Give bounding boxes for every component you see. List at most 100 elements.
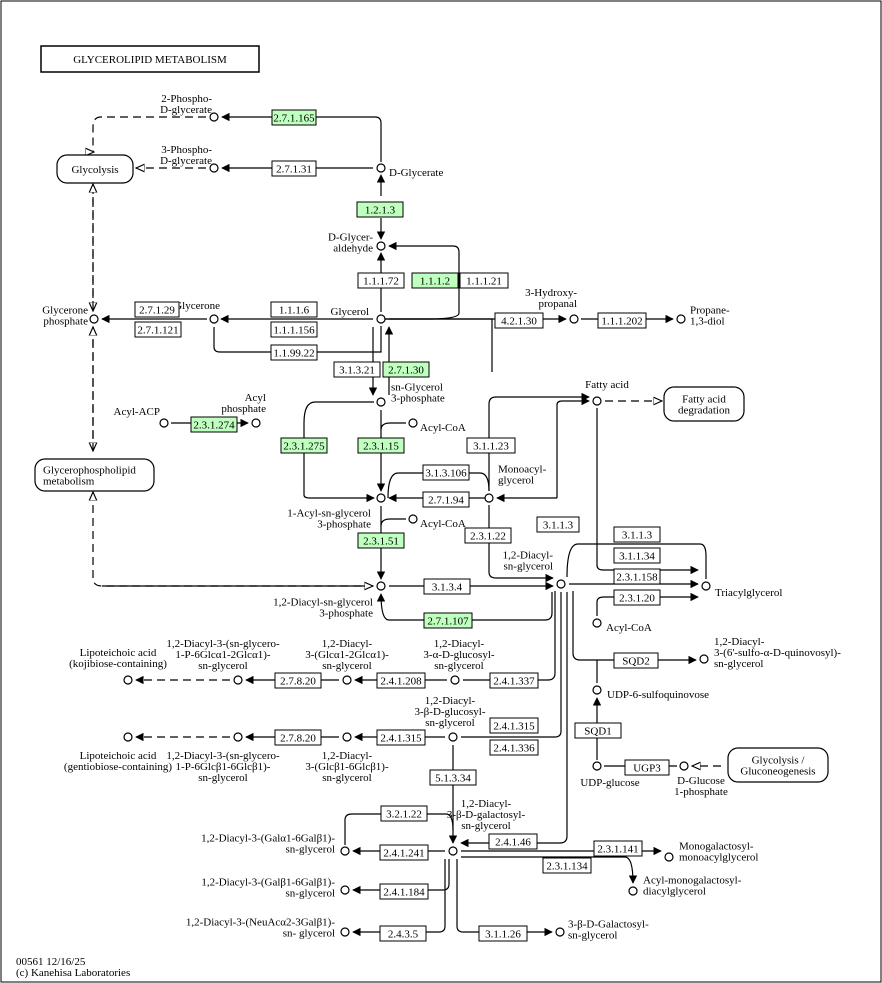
compound-circle[interactable]	[209, 163, 219, 173]
compound-circle[interactable]	[376, 241, 386, 251]
enzyme-box[interactable]: 2.4.1.241	[379, 844, 429, 861]
enzyme-box[interactable]: 2.4.1.184	[379, 883, 429, 900]
enzyme-box[interactable]: 2.4.3.5	[379, 925, 427, 942]
compound-node[interactable]: 1,2-Diacyl-3-(Glcα1-2Glcα1)-sn-glycerol	[305, 638, 389, 685]
enzyme-box[interactable]: 5.1.3.34	[429, 769, 477, 786]
enzyme-box[interactable]: 2.3.1.134	[542, 857, 592, 874]
enzyme-box[interactable]: 2.7.1.31	[271, 160, 317, 177]
enzyme-box[interactable]: 2.7.1.94	[422, 491, 470, 508]
compound-circle[interactable]	[376, 163, 386, 173]
enzyme-box[interactable]: UGP3	[624, 759, 670, 776]
enzyme-box[interactable]: 1.1.1.6	[270, 301, 318, 318]
compound-node[interactable]: 1,2-Diacyl-3-α-D-glucosyl-sn-glycerol	[423, 638, 495, 685]
compound-node[interactable]: 1,2-Diacyl-3-(6'-sulfo-α-D-quinovosyl)-s…	[699, 636, 841, 670]
enzyme-box[interactable]: 2.4.1.337	[489, 672, 539, 689]
enzyme-box[interactable]: 2.3.1.15	[357, 437, 405, 454]
compound-circle[interactable]	[123, 732, 133, 742]
compound-node[interactable]: 3-β-D-Galactosyl-sn-glycerol	[555, 919, 649, 942]
compound-node[interactable]: Acyl-CoA	[592, 618, 652, 634]
enzyme-box[interactable]: 4.2.1.30	[494, 312, 544, 329]
enzyme-box[interactable]: 2.4.1.336	[489, 739, 539, 756]
compound-node[interactable]: Acyl-CoA	[408, 418, 466, 434]
compound-node[interactable]: 1,2-Diacyl-3-(Galα1-6Galβ1)-sn-glycerol	[201, 833, 350, 856]
compound-node[interactable]: Acyl-CoA	[408, 514, 466, 530]
compound-node[interactable]: UDP-glucose	[580, 761, 640, 789]
enzyme-box[interactable]: 2.4.1.315	[489, 717, 539, 734]
compound-circle[interactable]	[342, 732, 352, 742]
compound-node[interactable]: Acyl-ACP	[114, 406, 169, 428]
enzyme-box[interactable]: 2.7.8.20	[274, 729, 322, 746]
compound-circle[interactable]	[592, 396, 602, 406]
compound-circle[interactable]	[209, 112, 219, 122]
compound-circle[interactable]	[592, 618, 602, 628]
compound-node[interactable]: Lipoteichoic acid(gentiobiose-containing…	[64, 732, 172, 773]
compound-node[interactable]: 1,2-Diacyl-3-β-D-glucosyl-sn-glycerol	[415, 695, 486, 742]
compound-node[interactable]: Monoacyl-glycerol	[484, 464, 547, 503]
enzyme-box[interactable]: 3.1.3.21	[333, 361, 381, 378]
compound-circle[interactable]	[123, 675, 133, 685]
enzyme-box[interactable]: 3.2.1.22	[380, 805, 428, 822]
compound-circle[interactable]	[342, 675, 352, 685]
enzyme-box[interactable]: 2.7.1.107	[423, 612, 473, 629]
compound-circle[interactable]	[628, 886, 638, 896]
enzyme-box[interactable]: 2.7.1.165	[271, 109, 317, 126]
enzyme-box[interactable]: 2.3.1.22	[464, 527, 512, 544]
compound-node[interactable]: Acyl-monogalactosyl-diacylglycerol	[628, 875, 742, 898]
enzyme-box[interactable]: 3.1.1.3	[536, 516, 580, 533]
compound-circle[interactable]	[89, 314, 99, 324]
compound-circle[interactable]	[376, 397, 386, 407]
compound-circle[interactable]	[408, 418, 418, 428]
enzyme-box[interactable]: 3.1.1.3	[613, 526, 661, 543]
compound-circle[interactable]	[340, 885, 350, 895]
enzyme-box[interactable]: 1.1.99.22	[270, 344, 318, 361]
enzyme-box[interactable]: 1.1.1.21	[459, 272, 509, 289]
compound-circle[interactable]	[664, 852, 674, 862]
compound-circle[interactable]	[408, 514, 418, 524]
compound-circle[interactable]	[701, 581, 711, 591]
enzyme-box[interactable]: 1.1.1.202	[597, 312, 647, 329]
compound-node[interactable]: 1,2-Diacyl-3-(NeuAcα2-3Galβ1)-sn- glycer…	[186, 917, 350, 940]
compound-circle[interactable]	[450, 675, 460, 685]
compound-node[interactable]: 1,2-Diacyl-3-(Glcβ1-6Glcβ1)-sn-glycerol	[305, 732, 389, 784]
compound-circle[interactable]	[376, 493, 386, 503]
enzyme-box[interactable]: SQD1	[574, 722, 622, 739]
enzyme-box[interactable]: 1.1.1.156	[270, 321, 318, 338]
compound-node[interactable]: 3-Phospho-D-glycerate	[160, 144, 219, 173]
enzyme-box[interactable]: 2.7.1.121	[134, 321, 182, 338]
enzyme-box[interactable]: 2.7.1.29	[134, 301, 180, 318]
compound-circle[interactable]	[448, 846, 458, 856]
pathway-map-link[interactable]: Glycolysis /Gluconeogenesis	[727, 747, 829, 783]
enzyme-box[interactable]: 2.3.1.158	[613, 568, 661, 585]
enzyme-box[interactable]: 2.7.8.20	[274, 672, 322, 689]
compound-circle[interactable]	[340, 927, 350, 937]
compound-node[interactable]: Triacylglycerol	[701, 581, 782, 599]
compound-node[interactable]: 1,2-Diacyl-3-(sn-glycero-1-P-6Glcβ1-6Glc…	[166, 732, 280, 784]
enzyme-box[interactable]: 1.1.1.2	[411, 272, 459, 289]
enzyme-box[interactable]: 2.4.1.208	[376, 672, 426, 689]
compound-node[interactable]: 1,2-Diacyl-sn-glycerol	[503, 550, 566, 589]
compound-circle[interactable]	[592, 761, 602, 771]
compound-node[interactable]: 2-Phospho-D-glycerate	[160, 93, 219, 122]
compound-node[interactable]: 1,2-Diacyl-3-(sn-glycero-1-P-6Glcα1-2Glc…	[166, 638, 280, 685]
enzyme-box[interactable]: 2.3.1.20	[613, 589, 661, 606]
enzyme-box[interactable]: 1.1.1.72	[357, 272, 405, 289]
compound-circle[interactable]	[699, 654, 709, 664]
compound-circle[interactable]	[159, 418, 169, 428]
enzyme-box[interactable]: 2.4.1.315	[376, 729, 426, 746]
compound-circle[interactable]	[376, 314, 386, 324]
compound-node[interactable]: UDP-6-sulfoquinovose	[592, 685, 709, 701]
enzyme-box[interactable]: 2.3.1.141	[593, 840, 643, 857]
enzyme-box[interactable]: 2.4.1.46	[488, 833, 538, 850]
compound-circle[interactable]	[209, 314, 219, 324]
compound-node[interactable]: 3-Hydroxy-propanal	[525, 287, 579, 324]
compound-node[interactable]: 1,2-Diacyl-3-(Galβ1-6Galβ1)-sn-glycerol	[201, 877, 350, 900]
compound-circle[interactable]	[233, 675, 243, 685]
enzyme-box[interactable]: 3.1.3.4	[423, 578, 471, 595]
enzyme-box[interactable]: 1.2.1.3	[356, 201, 404, 218]
pathway-map-link[interactable]: Glycolysis	[56, 154, 134, 184]
